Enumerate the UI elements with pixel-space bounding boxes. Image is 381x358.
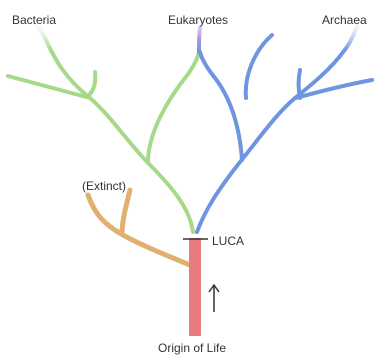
label-eukaryotes: Eukaryotes (168, 13, 228, 27)
label-luca: LUCA (212, 234, 244, 248)
trunk (189, 238, 201, 336)
label-archaea: Archaea (322, 13, 367, 27)
eukaryotes-branch (199, 28, 200, 52)
archaea-branch (197, 18, 372, 232)
label-bacteria: Bacteria (12, 13, 56, 27)
up-arrow-icon (209, 285, 219, 312)
label-extinct: (Extinct) (82, 179, 126, 193)
bacteria-branch (8, 18, 199, 232)
label-origin: Origin of Life (158, 341, 226, 355)
